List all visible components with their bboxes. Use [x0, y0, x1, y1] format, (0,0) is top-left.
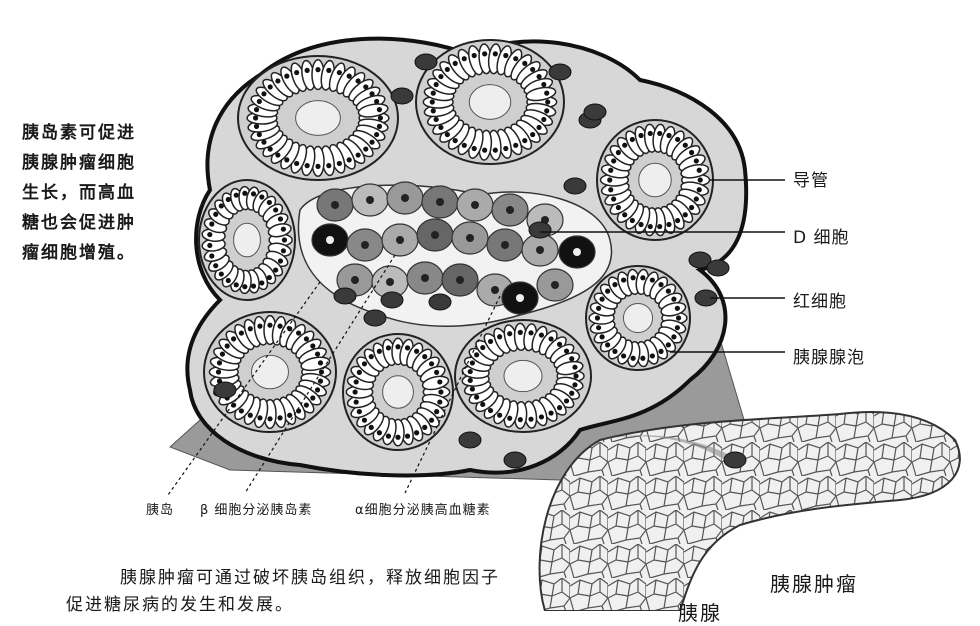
d-cell-label: D 细胞 — [793, 223, 850, 248]
red-blood-cell — [529, 222, 551, 238]
beta-cell-label: β 细胞分泌胰岛素 — [200, 499, 312, 518]
acinus-label: 胰腺腺泡 — [793, 343, 865, 368]
acinus — [455, 320, 591, 432]
red-blood-cell — [214, 382, 236, 398]
red-blood-cell — [564, 178, 586, 194]
acinus — [343, 334, 453, 450]
red-blood-cell — [415, 54, 437, 70]
insulin-note: 胰岛素可促进胰腺肿瘤细胞生长，而高血糖也会促进肿瘤细胞增殖。 — [22, 118, 144, 268]
acinus — [597, 120, 713, 240]
red-blood-cell — [584, 104, 606, 120]
red-blood-cell — [364, 310, 386, 326]
duct-label: 导管 — [793, 166, 829, 191]
pancreas-label: 胰腺 — [678, 597, 722, 626]
acinus — [586, 266, 690, 370]
red-blood-cell-label: 红细胞 — [793, 287, 847, 312]
red-blood-cell — [429, 294, 451, 310]
alpha-cell-label: α细胞分泌胰高血糖素 — [355, 499, 491, 518]
red-blood-cell — [381, 292, 403, 308]
acinus — [204, 312, 336, 432]
red-blood-cell — [724, 452, 746, 468]
red-blood-cell — [334, 288, 356, 304]
red-blood-cell — [504, 452, 526, 468]
acinus — [238, 56, 398, 180]
islet-label: 胰岛 — [146, 499, 174, 518]
red-blood-cell — [459, 432, 481, 448]
red-blood-cell — [549, 64, 571, 80]
red-blood-cell — [391, 88, 413, 104]
pancreatic-tumor-label: 胰腺肿瘤 — [770, 568, 858, 597]
pancreatic-tumor-body — [540, 412, 960, 611]
acinus — [199, 180, 295, 300]
acinus — [416, 40, 564, 164]
red-blood-cell — [707, 260, 729, 276]
